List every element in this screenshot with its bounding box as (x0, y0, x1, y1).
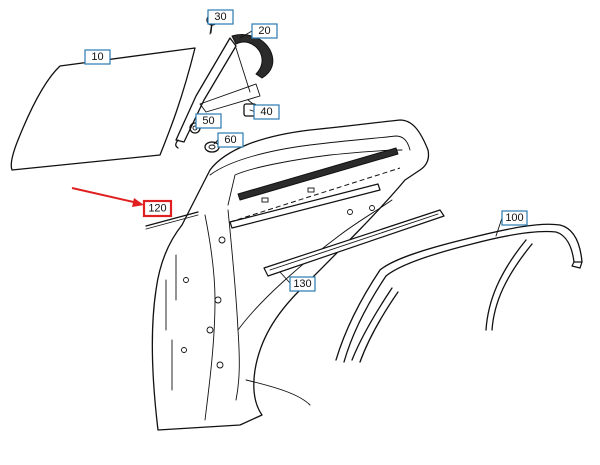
callout-60-label: 60 (224, 134, 236, 146)
callout-30-label: 30 (214, 11, 226, 23)
callout-10-label: 10 (91, 51, 103, 63)
grommet-60-part (204, 141, 220, 153)
highlight-arrow (71, 187, 144, 207)
callout-40-label: 40 (260, 106, 272, 118)
callout-50: 50 (195, 113, 222, 129)
callout-20: 20 (251, 23, 278, 39)
callout-10: 10 (84, 49, 111, 65)
window-run-channel-100-part (335, 223, 583, 363)
callout-130-label: 130 (293, 278, 311, 290)
seal-strip-120-part (145, 211, 199, 230)
upper-seal-strip-part (229, 147, 399, 229)
callout-50-label: 50 (202, 115, 214, 127)
belt-weatherstrip-130-part (263, 209, 445, 277)
callout-40: 40 (253, 104, 280, 120)
callout-120: 120 (142, 199, 173, 218)
callout-30: 30 (207, 9, 234, 25)
callout-100-label: 100 (505, 212, 523, 224)
callout-100: 100 (501, 210, 528, 226)
callout-60: 60 (217, 132, 244, 148)
callout-20-label: 20 (258, 25, 270, 37)
door-shell (151, 119, 430, 431)
window-glass-part (10, 47, 196, 171)
quarter-window-frame-part (175, 21, 274, 149)
callout-120-label: 120 (148, 203, 166, 215)
callout-130: 130 (289, 276, 316, 292)
